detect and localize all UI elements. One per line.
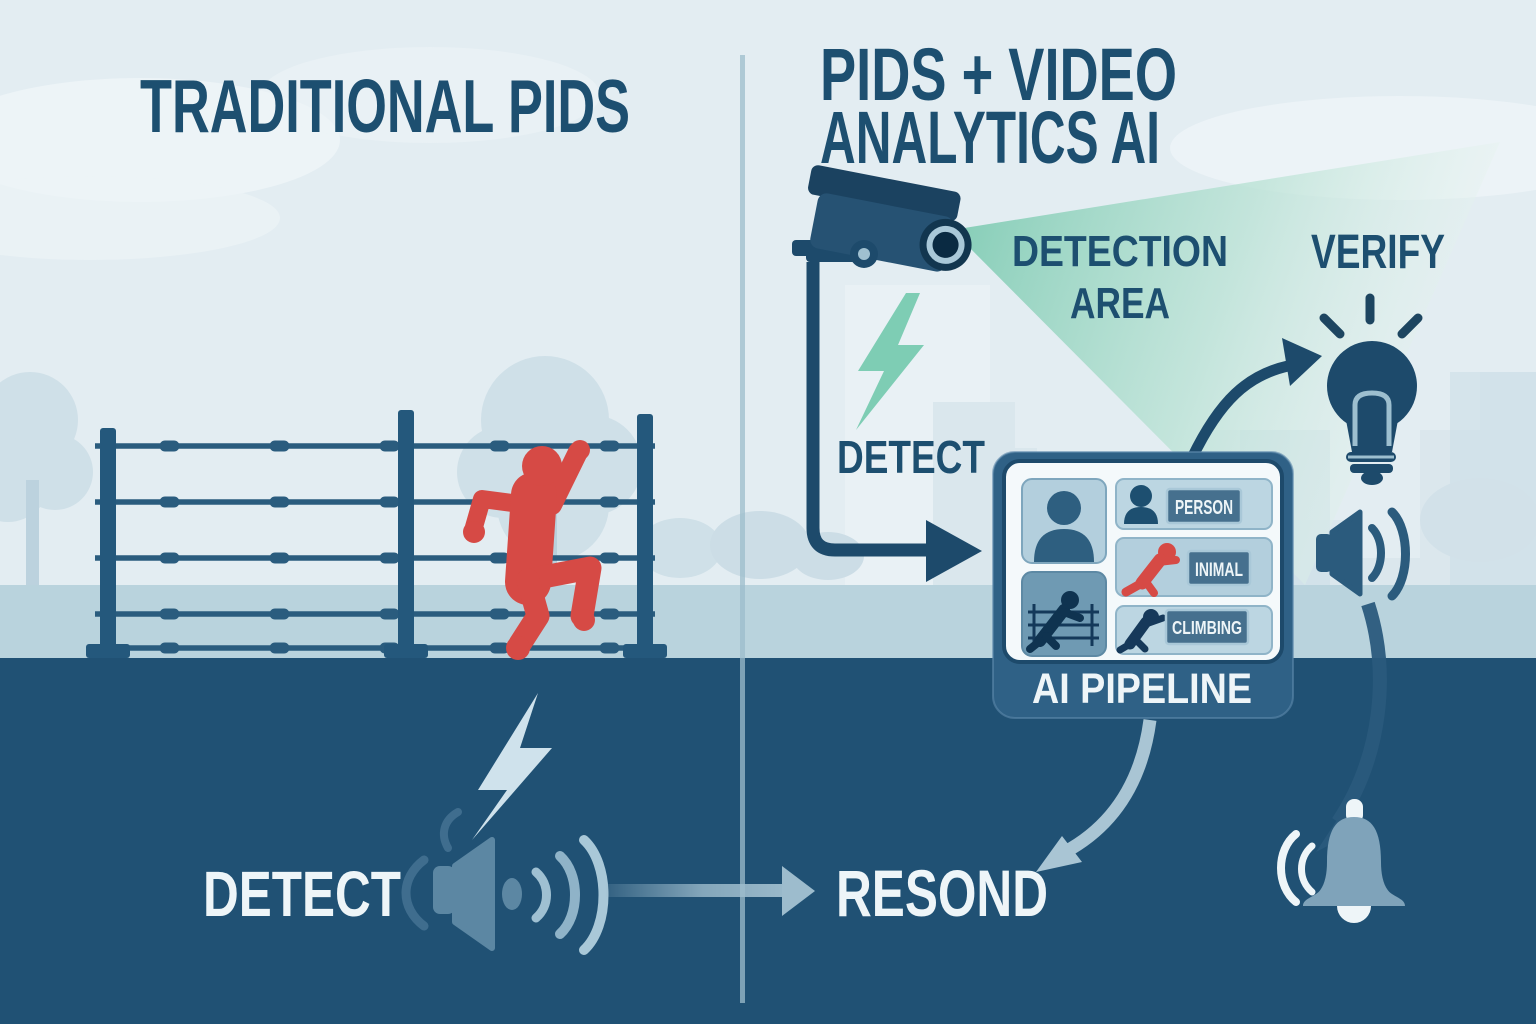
pipeline-row-person: PERSON bbox=[1115, 478, 1273, 530]
lightning-icon-left bbox=[472, 693, 552, 840]
right-title-line2: ANALYTICS AI bbox=[820, 96, 1160, 179]
pipeline-row-animal: INIMAL bbox=[1115, 537, 1273, 597]
respond-arrow bbox=[1036, 719, 1157, 872]
camera-icon bbox=[792, 165, 972, 272]
verify-label: VERIFY bbox=[1311, 226, 1445, 279]
detection-area-line2: AREA bbox=[1070, 279, 1170, 328]
lightning-icon-right bbox=[856, 293, 924, 430]
fence-wires bbox=[95, 443, 655, 651]
fence-posts bbox=[86, 410, 667, 658]
pipeline-row-climbing: CLIMBING bbox=[1115, 605, 1273, 655]
left-detect-label: DETECT bbox=[203, 858, 401, 930]
dark-ground bbox=[0, 658, 1536, 1024]
detection-area-line1: DETECTION bbox=[1012, 227, 1228, 276]
bell-icon bbox=[1277, 799, 1405, 923]
detect-to-respond-arrow bbox=[606, 866, 815, 916]
camera-pole bbox=[806, 262, 928, 557]
clouds bbox=[0, 47, 1536, 260]
right-panel: PIDS + VIDEO ANALYTICS AI DETECT DETECTI… bbox=[792, 33, 1445, 930]
pipeline-tile-climbing bbox=[1021, 571, 1107, 657]
badge-person: PERSON bbox=[1175, 497, 1233, 519]
badge-animal: INIMAL bbox=[1195, 560, 1243, 581]
right-title-line1: PIDS + VIDEO bbox=[820, 33, 1177, 116]
camera-detect-label: DETECT bbox=[837, 431, 985, 483]
detection-cone bbox=[952, 142, 1500, 585]
badge-climbing: CLIMBING bbox=[1172, 618, 1242, 638]
left-panel: TRADITIONAL PIDS bbox=[86, 64, 815, 955]
speaker-icon-right bbox=[1316, 507, 1410, 601]
speaker-icon-left bbox=[401, 808, 609, 955]
pole-arrowhead bbox=[926, 520, 982, 582]
panel-divider bbox=[740, 55, 745, 1003]
verify-arrow bbox=[1187, 338, 1322, 461]
left-title: TRADITIONAL PIDS bbox=[140, 64, 630, 148]
lightbulb-icon bbox=[1319, 293, 1423, 485]
ai-pipeline-box: PERSON INIMAL bbox=[992, 451, 1294, 719]
fence bbox=[86, 410, 667, 658]
respond-label: RESOND bbox=[836, 856, 1048, 930]
ai-pipeline-title: AI PIPELINE bbox=[1032, 665, 1252, 713]
intruder-figure bbox=[463, 440, 602, 660]
pipeline-tile-person bbox=[1021, 478, 1107, 564]
